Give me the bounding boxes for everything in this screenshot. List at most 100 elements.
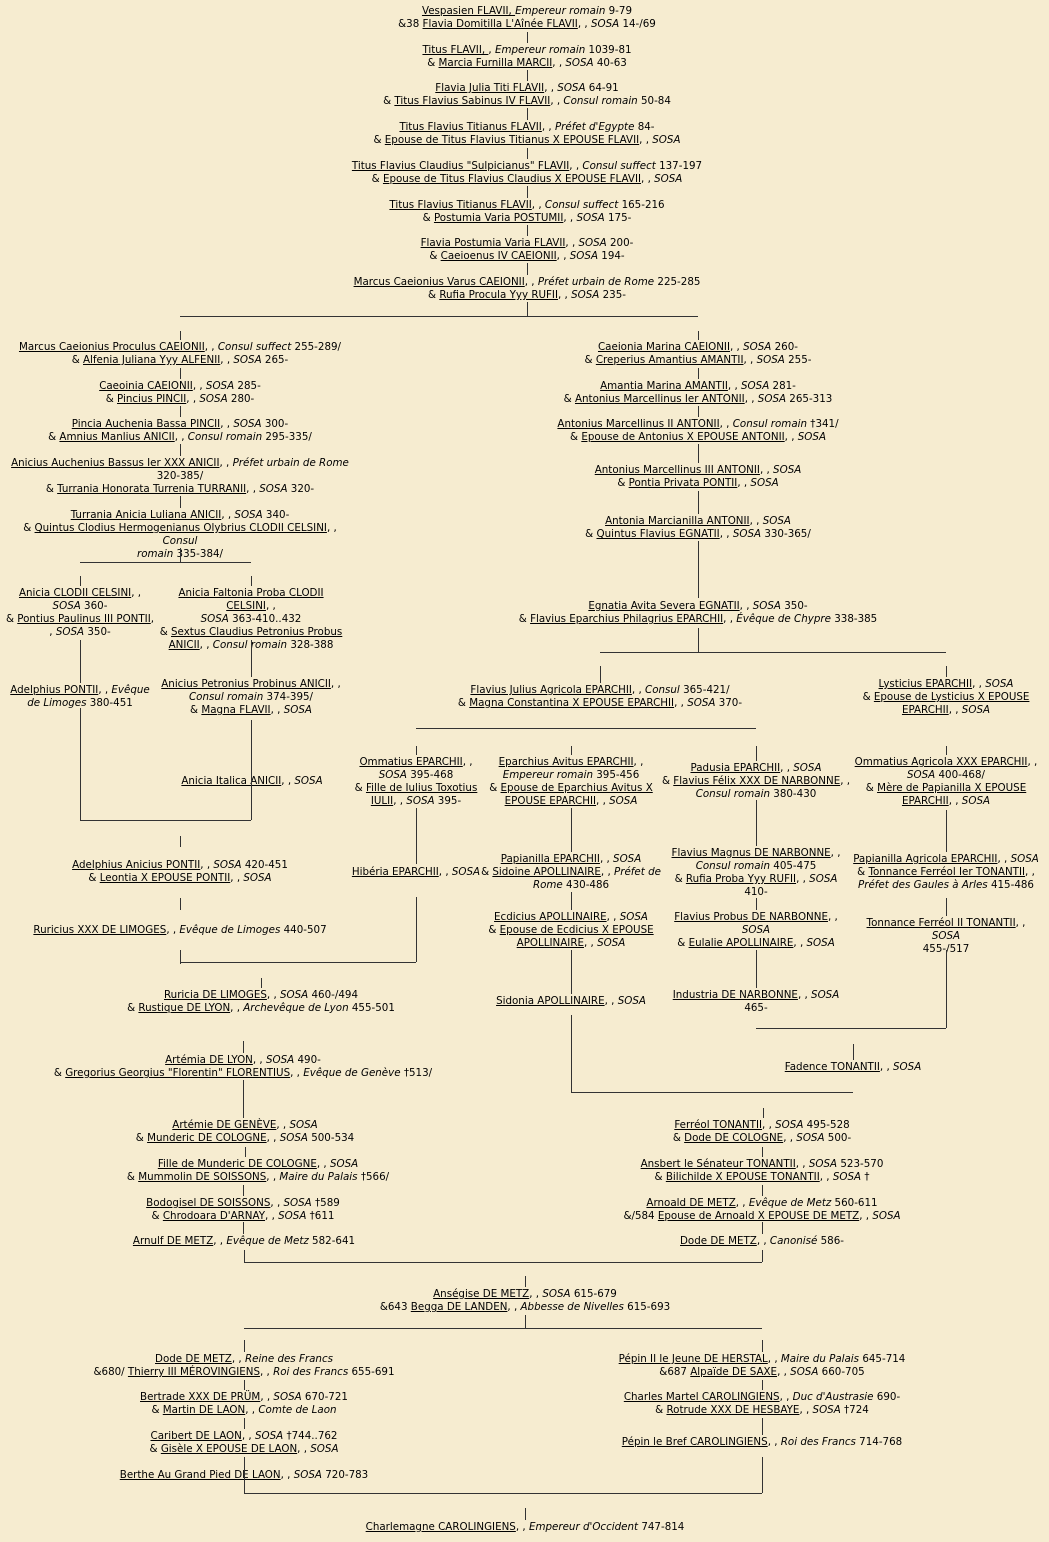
person-link-tonnance-ferreol-ii-tonantii[interactable]: Tonnance Ferréol II TONANTII	[866, 917, 1016, 929]
person-link-rufia-proba-yyy-rufii[interactable]: Rufia Proba Yyy RUFII	[685, 873, 797, 885]
person-link-magna-flavii[interactable]: Magna FLAVII	[201, 704, 271, 716]
person-link-anicius-petronius-probinus-anicii[interactable]: Anicius Petronius Probinus ANICII	[161, 678, 331, 690]
person-link-titus-flavius-sabinus-iv-flavii[interactable]: Titus Flavius Sabinus IV FLAVII	[394, 95, 551, 107]
person-link-amantia-marina-amantii[interactable]: Amantia Marina AMANTII	[600, 380, 728, 392]
person-link-marcus-caeionius-proculus-caeionii[interactable]: Marcus Caeionius Proculus CAEIONII	[18, 341, 205, 353]
person-link-pepin-le-bref-carolingiens[interactable]: Pépin le Bref CAROLINGIENS	[621, 1436, 768, 1448]
person-link-flavia-domitilla-l-ainee-flavii[interactable]: Flavia Domitilla L'Aînée FLAVII	[422, 18, 578, 30]
person-link-leontia-x-epouse-pontii[interactable]: Leontia X EPOUSE PONTII	[99, 872, 231, 884]
person-link-begga-de-landen[interactable]: Begga DE LANDEN	[410, 1301, 508, 1313]
person-link-gregorius-georgius-florentin-florentius[interactable]: Gregorius Georgius "Florentin" FLORENTIU…	[65, 1067, 291, 1079]
person-link-apollinaire[interactable]: APOLLINAIRE	[516, 937, 584, 949]
person-link-sextus-claudius-petronius-probus[interactable]: Sextus Claudius Petronius Probus	[171, 626, 343, 638]
person-link-ommatius-agricola-xxx-eparchii[interactable]: Ommatius Agricola XXX EPARCHII	[854, 756, 1028, 768]
person-link-epouse-de-ecdicius-x-epouse[interactable]: Epouse de Ecdicius X EPOUSE	[499, 924, 654, 936]
person-link-anicia-clodii-celsini[interactable]: Anicia CLODII CELSINI	[18, 587, 132, 599]
person-link-rustique-de-lyon[interactable]: Rustique DE LYON	[138, 1002, 231, 1014]
person-link-eulalie-apollinaire[interactable]: Eulalie APOLLINAIRE	[688, 937, 794, 949]
person-link-artemia-de-lyon[interactable]: Artémia DE LYON	[165, 1054, 253, 1066]
person-link-gisele-x-epouse-de-laon[interactable]: Gisèle X EPOUSE DE LAON	[160, 1443, 298, 1455]
person-link-antonius-marcellinus-ier-antonii[interactable]: Antonius Marcellinus Ier ANTONII	[574, 393, 745, 405]
person-link-artemie-de-geneve[interactable]: Artémie DE GENÈVE	[172, 1119, 277, 1131]
person-link-papianilla-agricola-eparchii[interactable]: Papianilla Agricola EPARCHII	[853, 853, 998, 865]
person-link-ferreol-tonantii[interactable]: Ferréol TONANTII	[674, 1119, 763, 1131]
person-link-epouse-de-titus-flavius-titianus-x-epouse-flavii[interactable]: Epouse de Titus Flavius Titianus X EPOUS…	[384, 134, 640, 146]
person-link-adelphius-anicius-pontii[interactable]: Adelphius Anicius PONTII	[72, 859, 201, 871]
person-link-sidonia-apollinaire[interactable]: Sidonia APOLLINAIRE	[496, 995, 605, 1007]
person-link-antonius-marcellinus-ii-antonii[interactable]: Antonius Marcellinus II ANTONII	[557, 418, 720, 430]
person-link-fille-de-munderic-de-cologne[interactable]: Fille de Munderic DE COLOGNE	[157, 1158, 317, 1170]
person-link-caeioenus-iv-caeionii[interactable]: Caeioenus IV CAEIONII	[440, 250, 557, 262]
person-link-epouse-de-titus-flavius-claudius-x-epouse-flavii[interactable]: Epouse de Titus Flavius Claudius X EPOUS…	[382, 173, 642, 185]
person-link-industria-de-narbonne[interactable]: Industria DE NARBONNE	[672, 989, 798, 1001]
person-link-epouse-de-antonius-x-epouse-antonii[interactable]: Epouse de Antonius X EPOUSE ANTONII	[581, 431, 785, 443]
person-link-titus-flavius-titianus-flavii[interactable]: Titus Flavius Titianus FLAVII	[389, 199, 532, 211]
person-link-munderic-de-cologne[interactable]: Munderic DE COLOGNE	[147, 1132, 267, 1144]
person-link-antonia-marcianilla-antonii[interactable]: Antonia Marcianilla ANTONII	[605, 515, 750, 527]
person-link-anicii[interactable]: ANICII	[168, 639, 200, 651]
person-link-iulii[interactable]: IULII	[370, 795, 394, 807]
person-link-ruricia-de-limoges[interactable]: Ruricia DE LIMOGES	[163, 989, 267, 1001]
person-link-titus-flavius-claudius-sulpicianus-flavii[interactable]: Titus Flavius Claudius "Sulpicianus" FLA…	[351, 160, 570, 172]
person-link-eparchius-avitus-eparchii[interactable]: Eparchius Avitus EPARCHII	[498, 756, 634, 768]
person-link-egnatia-avita-severa-egnatii[interactable]: Egnatia Avita Severa EGNATII	[588, 600, 740, 612]
person-link-chrodoara-d-arnay[interactable]: Chrodoara D'ARNAY	[162, 1210, 266, 1222]
person-link-anicius-auchenius-bassus-ier-xxx-anicii[interactable]: Anicius Auchenius Bassus Ier XXX ANICII	[11, 457, 220, 469]
person-link-papianilla-eparchii[interactable]: Papianilla EPARCHII	[500, 853, 600, 865]
person-link-amnius-manlius-anicii[interactable]: Amnius Manlius ANICII	[59, 431, 175, 443]
person-link-caribert-de-laon[interactable]: Caribert DE LAON	[150, 1430, 242, 1442]
person-link-flavius-magnus-de-narbonne[interactable]: Flavius Magnus DE NARBONNE	[671, 847, 831, 859]
person-link-rufia-procula-yyy-rufii[interactable]: Rufia Procula Yyy RUFII	[439, 289, 559, 301]
person-link-padusia-eparchii[interactable]: Padusia EPARCHII	[690, 762, 781, 774]
person-link-dode-de-metz[interactable]: Dode DE METZ	[680, 1235, 757, 1247]
person-link-dode-de-cologne[interactable]: Dode DE COLOGNE	[684, 1132, 784, 1144]
person-link-epouse-de-arnoald-x-epouse-de-metz[interactable]: Epouse de Arnoald X EPOUSE DE METZ	[657, 1210, 860, 1222]
person-link-alpaide-de-saxe[interactable]: Alpaïde DE SAXE	[690, 1366, 778, 1378]
person-link-fadence-tonantii[interactable]: Fadence TONANTII	[784, 1061, 880, 1073]
person-link-bodogisel-de-soissons[interactable]: Bodogisel DE SOISSONS	[146, 1197, 271, 1209]
person-link-pontia-privata-pontii[interactable]: Pontia Privata PONTII	[628, 477, 738, 489]
person-link-caeoinia-caeionii[interactable]: Caeoinia CAEIONII	[99, 380, 193, 392]
person-link-tonnance-ferreol-ier-tonantii[interactable]: Tonnance Ferréol Ier TONANTII	[868, 866, 1026, 878]
person-link-ecdicius-apollinaire[interactable]: Ecdicius APOLLINAIRE	[494, 911, 607, 923]
person-link-eparchii[interactable]: EPARCHII	[901, 795, 949, 807]
person-link-marcus-caeionius-varus-caeionii[interactable]: Marcus Caeionius Varus CAEIONII	[353, 276, 525, 288]
person-link-caeionia-marina-caeionii[interactable]: Caeionia Marina CAEIONII	[597, 341, 731, 353]
person-link-magna-constantina-x-epouse-eparchii[interactable]: Magna Constantina X EPOUSE EPARCHII	[469, 697, 675, 709]
person-link-anicia-faltonia-proba-clodii-celsini[interactable]: Anicia Faltonia Proba CLODII CELSINI	[178, 587, 324, 612]
person-link-epouse-de-eparchius-avitus-x[interactable]: Epouse de Eparchius Avitus X	[500, 782, 653, 794]
person-link-hiberia-eparchii[interactable]: Hibéria EPARCHII	[351, 866, 439, 878]
person-link-postumia-varia-postumii[interactable]: Postumia Varia POSTUMII	[433, 212, 564, 224]
person-link-martin-de-laon[interactable]: Martin DE LAON	[162, 1404, 246, 1416]
person-link-pincia-auchenia-bassa-pincii[interactable]: Pincia Auchenia Bassa PINCII	[71, 418, 221, 430]
person-link-ansbert-le-senateur-tonantii[interactable]: Ansbert le Sénateur TONANTII	[640, 1158, 796, 1170]
person-link-arnoald-de-metz[interactable]: Arnoald DE METZ	[646, 1197, 736, 1209]
person-link-eparchii[interactable]: EPARCHII	[901, 704, 949, 716]
person-link-anicia-italica-anicii[interactable]: Anicia Italica ANICII	[181, 775, 282, 787]
person-link-pincius-pincii[interactable]: Pincius PINCII	[117, 393, 187, 405]
person-link-pepin-ii-le-jeune-de-herstal[interactable]: Pépin II le Jeune DE HERSTAL	[618, 1353, 768, 1365]
person-link-titus-flavii[interactable]: Titus FLAVII,	[422, 44, 489, 56]
person-link-flavia-julia-titi-flavii[interactable]: Flavia Julia Titi FLAVII	[435, 82, 545, 94]
person-link-fille-de-iulius-toxotius[interactable]: Fille de Iulius Toxotius	[365, 782, 478, 794]
person-link-vespasien-flavii[interactable]: Vespasien FLAVII,	[421, 5, 516, 17]
person-link-alfenia-juliana-yyy-alfenii[interactable]: Alfenia Juliana Yyy ALFENII	[83, 354, 221, 366]
person-link-sidoine-apollinaire[interactable]: Sidoine APOLLINAIRE	[492, 866, 601, 878]
person-link-charles-martel-carolingiens[interactable]: Charles Martel CAROLINGIENS	[623, 1391, 780, 1403]
person-link-epouse-eparchii[interactable]: EPOUSE EPARCHII	[504, 795, 597, 807]
person-link-quintus-clodius-hermogenianus-olybrius-clodii-celsini[interactable]: Quintus Clodius Hermogenianus Olybrius C…	[34, 522, 327, 534]
person-link-charlemagne-carolingiens[interactable]: Charlemagne CAROLINGIENS	[365, 1521, 516, 1533]
person-link-pontius-paulinus-iii-pontii[interactable]: Pontius Paulinus III PONTII	[17, 613, 151, 625]
person-link-epouse-de-lysticius-x-epouse[interactable]: Epouse de Lysticius X EPOUSE	[873, 691, 1030, 703]
person-link-mere-de-papianilla-x-epouse[interactable]: Mère de Papianilla X EPOUSE	[877, 782, 1027, 794]
person-link-ruricius-xxx-de-limoges[interactable]: Ruricius XXX DE LIMOGES	[33, 924, 167, 936]
person-link-rotrude-xxx-de-hesbaye[interactable]: Rotrude XXX DE HESBAYE	[666, 1404, 800, 1416]
person-link-ommatius-eparchii[interactable]: Ommatius EPARCHII	[359, 756, 463, 768]
person-link-mummolin-de-soissons[interactable]: Mummolin DE SOISSONS	[138, 1171, 267, 1183]
person-link-flavius-felix-xxx-de-narbonne[interactable]: Flavius Félix XXX DE NARBONNE	[673, 775, 841, 787]
person-link-titus-flavius-titianus-flavii[interactable]: Titus Flavius Titianus FLAVII	[399, 121, 542, 133]
person-link-turrania-anicia-luliana-anicii[interactable]: Turrania Anicia Luliana ANICII	[70, 509, 222, 521]
person-link-ansegise-de-metz[interactable]: Anségise DE METZ	[433, 1288, 530, 1300]
person-link-bilichilde-x-epouse-tonantii[interactable]: Bilichilde X EPOUSE TONANTII	[665, 1171, 820, 1183]
person-link-flavia-postumia-varia-flavii[interactable]: Flavia Postumia Varia FLAVII	[420, 237, 566, 249]
